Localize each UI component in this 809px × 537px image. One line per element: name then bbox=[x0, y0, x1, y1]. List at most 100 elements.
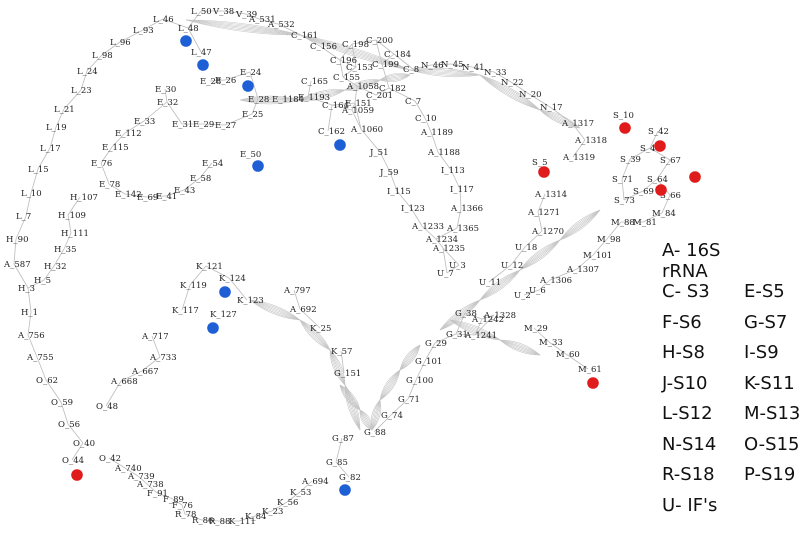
network-edge bbox=[108, 457, 126, 469]
bundled-edge bbox=[185, 19, 301, 36]
bundled-edge bbox=[519, 239, 561, 271]
node-label: I_115 bbox=[387, 187, 411, 197]
bundled-edge bbox=[439, 299, 481, 331]
network-edge bbox=[389, 171, 398, 192]
node-label: K_124 bbox=[219, 274, 246, 284]
legend-entry: M-S13 bbox=[744, 403, 801, 425]
hub-node-marker bbox=[587, 377, 599, 389]
network-edge bbox=[249, 71, 259, 100]
node-label: H_32 bbox=[44, 262, 66, 272]
node-label: K_53 bbox=[290, 488, 311, 498]
node-label: A_1234 bbox=[425, 235, 458, 245]
network-edge bbox=[105, 380, 122, 407]
network-edge bbox=[548, 341, 567, 355]
bundled-edge bbox=[519, 239, 561, 271]
network-edge bbox=[415, 360, 426, 381]
bundled-edge bbox=[344, 79, 381, 91]
node-label: L_50 bbox=[191, 7, 212, 17]
network-edge bbox=[373, 414, 392, 433]
network-edge bbox=[43, 265, 55, 281]
node-label: C_200 bbox=[366, 36, 393, 46]
bundled-edge bbox=[379, 74, 411, 81]
bundled-edge bbox=[519, 239, 561, 271]
node-label: G_74 bbox=[381, 411, 403, 421]
bundled-edge bbox=[399, 344, 421, 371]
node-label: L_15 bbox=[28, 165, 49, 175]
bundled-edge bbox=[299, 319, 331, 351]
network-edge bbox=[164, 88, 168, 103]
bundled-edge bbox=[499, 339, 541, 356]
network-edge bbox=[481, 314, 495, 320]
legend-entry: K-S11 bbox=[744, 372, 795, 394]
node-label: A_1314 bbox=[534, 190, 567, 200]
network-edge bbox=[202, 123, 226, 126]
bundled-edge bbox=[359, 409, 373, 431]
network-edge bbox=[424, 342, 436, 362]
node-label: H_5 bbox=[34, 276, 51, 286]
node-label: H_90 bbox=[6, 235, 28, 245]
node-label: C_7 bbox=[405, 97, 421, 107]
bundled-edge bbox=[439, 299, 481, 331]
hub-node-marker bbox=[180, 35, 192, 47]
node-label: L_48 bbox=[178, 24, 199, 34]
node-label: A_1233 bbox=[411, 222, 444, 232]
bundled-edge bbox=[379, 74, 411, 83]
node-label: O_62 bbox=[36, 376, 58, 386]
bundled-edge bbox=[479, 74, 541, 111]
node-label: E_151 bbox=[345, 99, 372, 109]
bundled-edge bbox=[399, 344, 421, 371]
bundled-edge bbox=[479, 74, 541, 111]
bundled-edge bbox=[539, 109, 581, 129]
network-edge bbox=[335, 461, 350, 478]
network-edge bbox=[172, 498, 183, 506]
node-label: V_38 bbox=[212, 7, 234, 17]
bundled-edge bbox=[399, 344, 421, 371]
node-label: A_1271 bbox=[527, 208, 560, 218]
node-label: C_182 bbox=[379, 84, 406, 94]
network-edge bbox=[307, 80, 312, 98]
network-edge bbox=[80, 70, 88, 91]
network-edge bbox=[410, 207, 423, 227]
network-edge bbox=[375, 39, 395, 55]
bundled-edge bbox=[409, 69, 481, 76]
bundled-edge bbox=[519, 239, 561, 271]
node-label: L_93 bbox=[133, 26, 154, 36]
network-edge bbox=[63, 89, 82, 110]
bundled-edge bbox=[399, 344, 421, 371]
bundled-edge bbox=[239, 99, 301, 105]
node-label: C_184 bbox=[384, 50, 411, 60]
network-edge bbox=[493, 71, 512, 83]
network-edge bbox=[407, 379, 417, 400]
node-label: L_23 bbox=[71, 86, 92, 96]
bundled-edge bbox=[499, 339, 541, 356]
node-label: C_153 bbox=[346, 63, 373, 73]
network-edge bbox=[339, 59, 357, 68]
bundled-edge bbox=[379, 369, 401, 401]
node-label: G_88 bbox=[364, 428, 386, 438]
bundled-edge bbox=[370, 399, 381, 431]
hub-node-marker bbox=[197, 59, 209, 71]
bundled-edge bbox=[371, 399, 381, 431]
network-edge bbox=[205, 265, 230, 279]
node-label: A_1306 bbox=[539, 276, 572, 286]
bundled-edge bbox=[559, 209, 601, 241]
node-label: E_24 bbox=[240, 68, 261, 78]
node-label: K_23 bbox=[262, 507, 283, 517]
bundled-edge bbox=[449, 319, 501, 341]
bundled-edge bbox=[479, 269, 521, 301]
network-edge bbox=[524, 230, 543, 248]
node-label: E_28 bbox=[200, 77, 221, 87]
network-edge bbox=[414, 100, 426, 119]
node-label: S_66 bbox=[660, 191, 681, 201]
node-label: S_42 bbox=[648, 127, 669, 137]
legend-entry: G-S7 bbox=[744, 311, 788, 333]
network-edge bbox=[381, 63, 390, 89]
node-label: K_119 bbox=[180, 281, 207, 291]
node-label: A_1060 bbox=[350, 125, 383, 135]
node-label: J_51 bbox=[369, 148, 388, 158]
bundled-edge bbox=[359, 409, 373, 431]
node-label: F_89 bbox=[163, 495, 184, 505]
bundled-edge bbox=[371, 399, 382, 431]
